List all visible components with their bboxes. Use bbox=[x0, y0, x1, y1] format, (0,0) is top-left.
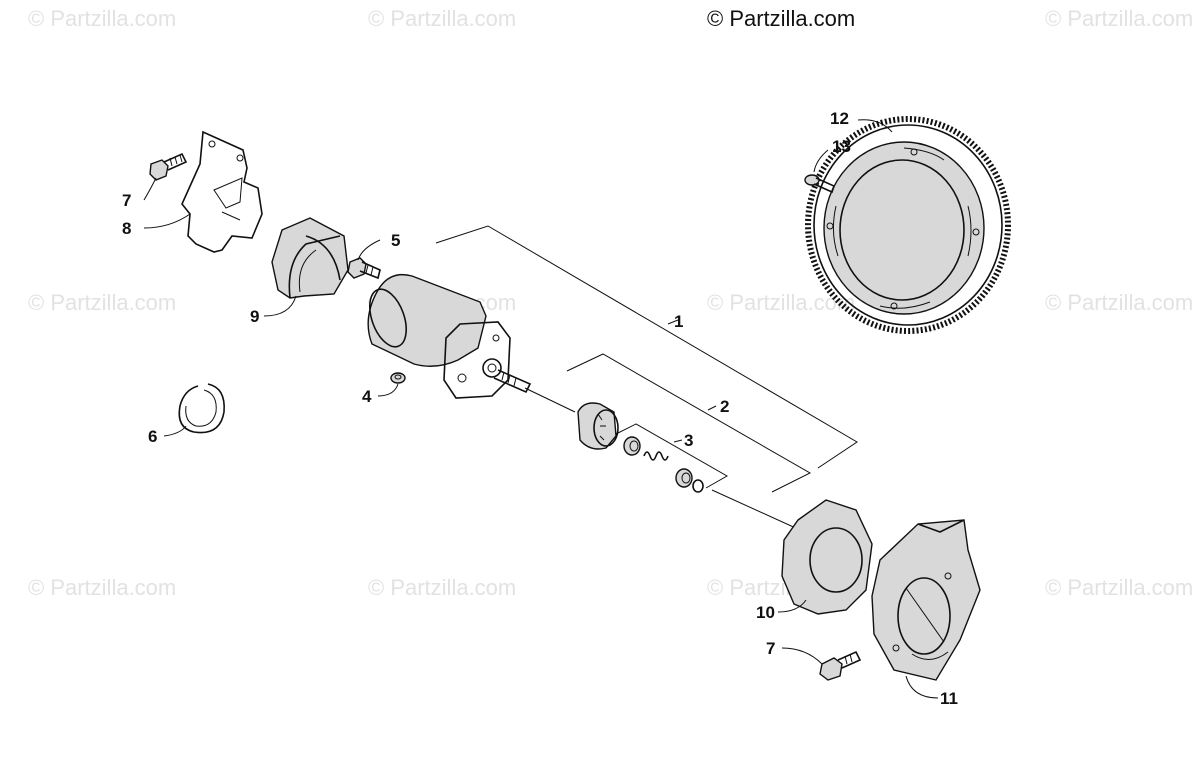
housing-cover bbox=[871, 519, 981, 681]
spring bbox=[643, 451, 669, 461]
leader-13 bbox=[813, 149, 829, 173]
leader-9 bbox=[263, 295, 297, 317]
watermark: © Partzilla.com bbox=[1045, 575, 1194, 600]
bracket-1-leader bbox=[667, 319, 679, 325]
watermark: © Partzilla.com bbox=[28, 290, 177, 315]
bracket-2-leader bbox=[707, 405, 717, 411]
callout-11: 11 bbox=[940, 689, 958, 708]
watermark: © Partzilla.com bbox=[1045, 290, 1194, 315]
leader-7a bbox=[143, 177, 157, 201]
callout-4: 4 bbox=[362, 387, 372, 406]
ring-gear bbox=[805, 116, 1011, 334]
bolt-icon bbox=[149, 152, 188, 181]
callout-5: 5 bbox=[391, 231, 400, 250]
leader-6 bbox=[163, 425, 187, 437]
leader-8 bbox=[143, 213, 191, 229]
o-ring bbox=[390, 372, 406, 384]
callout-1: 1 bbox=[674, 312, 683, 331]
bracket-3-leader bbox=[673, 439, 683, 443]
leader-7b bbox=[781, 647, 823, 665]
callout-13: 13 bbox=[832, 137, 851, 156]
bracket-plate bbox=[181, 130, 263, 253]
bolt-icon bbox=[819, 650, 862, 681]
leader-4 bbox=[377, 383, 399, 397]
callout-7-lower: 7 bbox=[766, 639, 775, 658]
adapter-plate bbox=[781, 499, 873, 615]
leader-12 bbox=[857, 119, 893, 133]
copyright-watermark: © Partzilla.com bbox=[707, 6, 856, 31]
bracket-3 bbox=[613, 423, 729, 489]
watermark: © Partzilla.com bbox=[28, 6, 177, 31]
watermark: © Partzilla.com bbox=[28, 575, 177, 600]
leader-11 bbox=[905, 675, 939, 699]
callout-10: 10 bbox=[756, 603, 775, 622]
leader-5 bbox=[357, 239, 381, 261]
callout-12: 12 bbox=[830, 109, 849, 128]
bracket-2 bbox=[566, 353, 812, 493]
callout-8: 8 bbox=[122, 219, 131, 238]
watermark: © Partzilla.com bbox=[1045, 6, 1194, 31]
axis-line bbox=[524, 387, 576, 413]
leader-10 bbox=[777, 599, 807, 613]
gear-icon bbox=[577, 402, 619, 450]
collar bbox=[623, 436, 641, 456]
bolt-icon bbox=[347, 257, 381, 280]
callout-6: 6 bbox=[148, 427, 157, 446]
callout-3: 3 bbox=[684, 431, 693, 450]
snap-ring bbox=[178, 383, 225, 434]
axis-line bbox=[711, 489, 801, 531]
watermark: © Partzilla.com bbox=[368, 575, 517, 600]
watermark: © Partzilla.com bbox=[368, 6, 517, 31]
callout-9: 9 bbox=[250, 307, 259, 326]
callout-7: 7 bbox=[122, 191, 131, 210]
screw bbox=[804, 174, 835, 194]
half-cover bbox=[271, 217, 349, 299]
clip-ring bbox=[692, 479, 704, 493]
collar bbox=[675, 468, 693, 488]
starter-motor bbox=[367, 273, 532, 399]
bracket-1 bbox=[435, 225, 858, 469]
callout-2: 2 bbox=[720, 397, 729, 416]
